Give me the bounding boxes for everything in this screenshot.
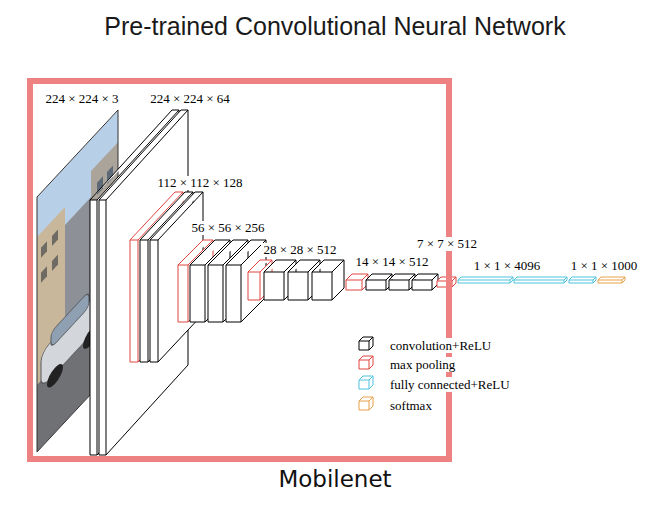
conv-layer: [389, 274, 415, 290]
dimension-label: 56 × 56 × 256: [189, 221, 266, 235]
softmax-layer: [598, 277, 625, 283]
model-name: Mobilenet: [278, 466, 391, 492]
conv-layer: [312, 260, 344, 300]
fc-layer: [514, 277, 567, 283]
legend-label: fully connected+ReLU: [388, 377, 512, 392]
legend-label: max pooling: [388, 357, 457, 372]
legend-icon: [359, 356, 373, 369]
pool-layer: [346, 274, 368, 290]
dimension-label: 14 × 14 × 512: [353, 255, 430, 269]
legend-icons: [359, 337, 373, 410]
legend-icon: [359, 376, 373, 389]
dimension-label: 224 × 224 × 3: [43, 92, 120, 106]
legend-icon: [359, 397, 373, 410]
conv-layer: [366, 274, 392, 290]
dimension-label: 28 × 28 × 512: [261, 243, 338, 257]
conv-layer: [412, 274, 438, 290]
title: Pre-trained Convolutional Neural Network: [10, 12, 660, 41]
legend-label: softmax: [388, 398, 434, 413]
layer-stack: [90, 110, 625, 455]
dimension-label: 112 × 112 × 128: [155, 176, 244, 190]
dimension-label: 1 × 1 × 1000: [569, 259, 640, 273]
dimension-label: 7 × 7 × 512: [415, 237, 479, 251]
dimension-label: 224 × 224 × 64: [148, 92, 232, 106]
legend-icon: [359, 337, 373, 350]
legend-label: convolution+ReLU: [388, 338, 493, 353]
dimension-label: 1 × 1 × 4096: [472, 259, 543, 273]
fc-layer: [458, 277, 513, 283]
fc-layer: [569, 277, 596, 283]
